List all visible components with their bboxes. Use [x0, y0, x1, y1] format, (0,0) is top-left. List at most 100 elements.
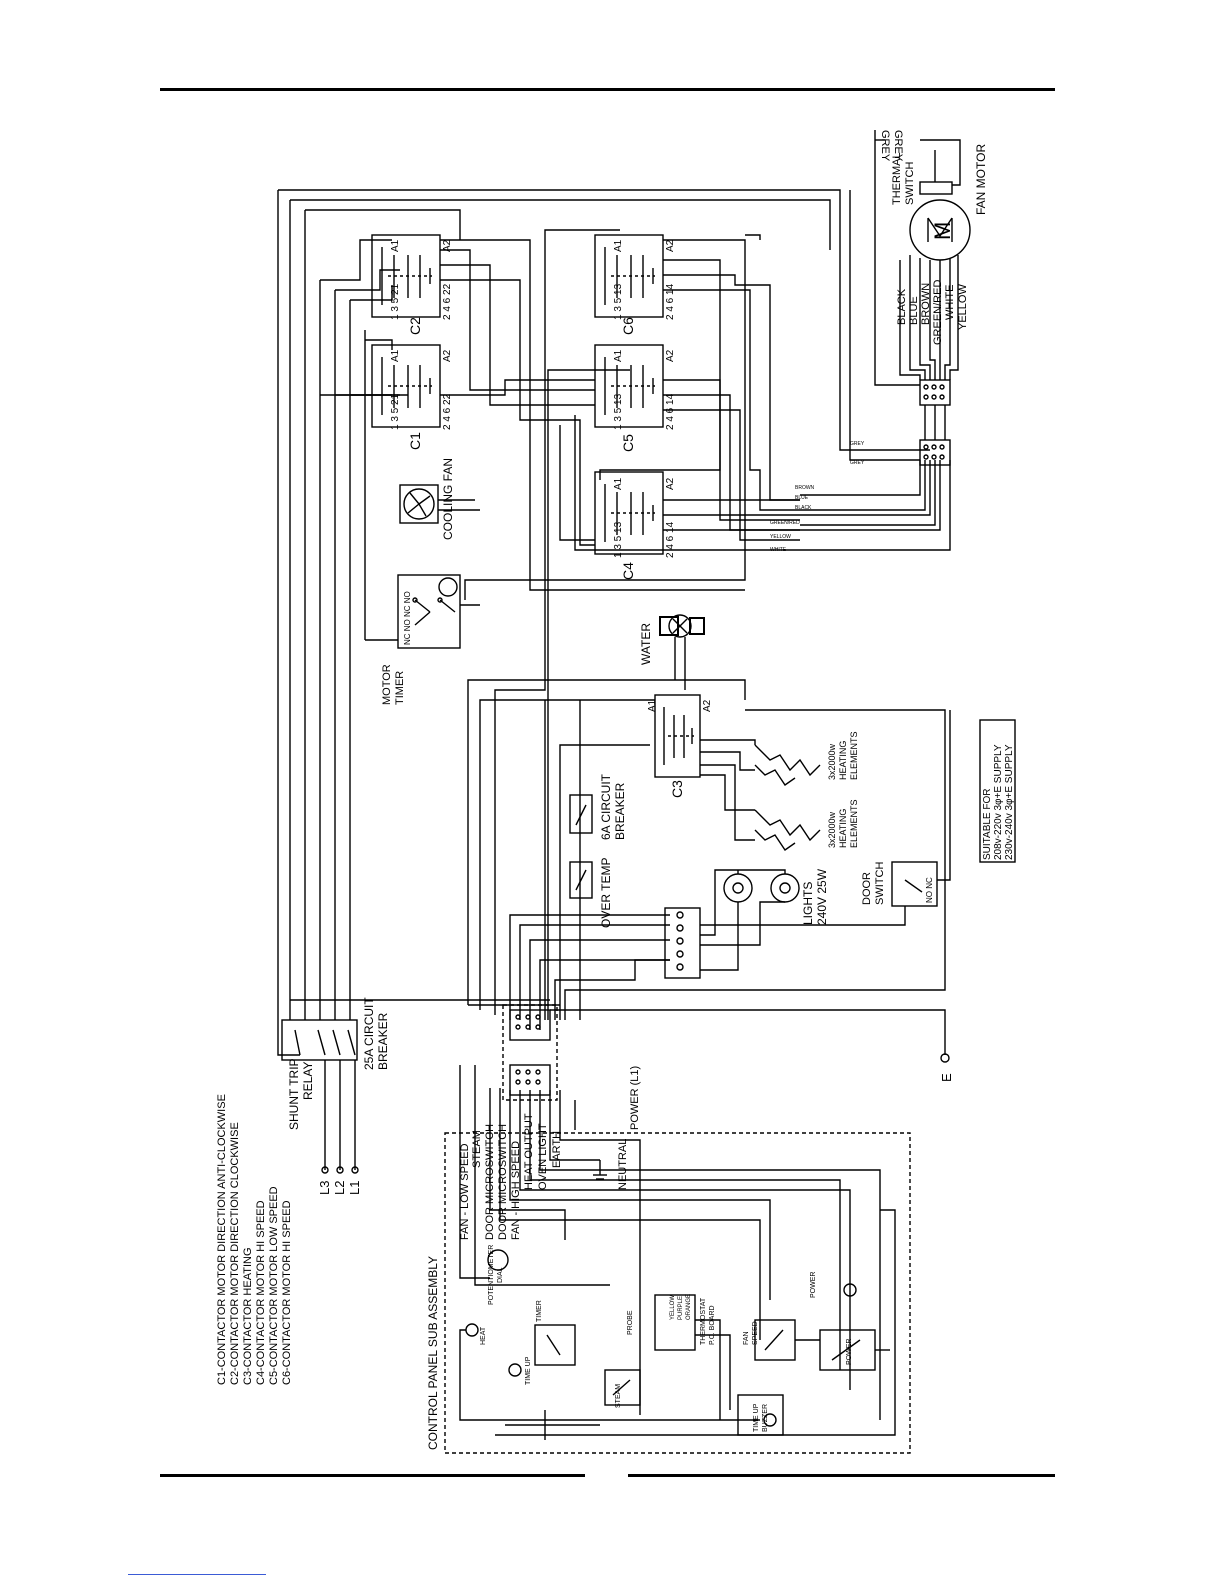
c3-a2: A2: [702, 699, 713, 712]
c6-pins-bottom: 2 4 6 14: [665, 283, 676, 320]
heating-1-label-3: ELEMENTS: [849, 731, 859, 780]
breaker-6a-label-2: BREAKER: [613, 782, 627, 840]
heating-1-label-2: HEATING: [838, 741, 848, 780]
c5-a2: A2: [665, 349, 676, 362]
time-up-lamp: [508, 1363, 522, 1377]
timer-module: [534, 1324, 576, 1366]
c5-pins-bottom: 2 4 6 14: [665, 393, 676, 430]
c2-pins-top: 1 3 5 21: [390, 283, 401, 320]
cp-wire-door-2: DOOR MICROSWITCH: [497, 1124, 509, 1240]
over-temp-label: OVER TEMP: [599, 858, 613, 928]
water-valve: [659, 614, 705, 690]
heat-lamp: [459, 1323, 760, 1421]
cp-wire-neutral: NEUTRAL: [617, 1139, 629, 1190]
contactor-c2: [371, 234, 441, 318]
earth-label: E: [939, 1073, 954, 1082]
c3-label: C3: [669, 780, 685, 798]
motor-m-label: M: [930, 222, 955, 240]
l1-terminal: [351, 1166, 359, 1174]
cp-pot-label-1: POTENTIOMETER: [488, 1245, 495, 1305]
door-switch-label-2: SWITCH: [874, 862, 886, 905]
supply-line-2: 208v-220v 3φ+E SUPPLY: [993, 744, 1004, 860]
tag-black: BLACK: [795, 505, 812, 511]
c5-pins-top: 1 3 5 13: [613, 393, 624, 430]
breaker-6a-label-1: 6A CIRCUIT: [599, 773, 613, 840]
wire-brown-label: BROWN: [920, 283, 932, 325]
oven-lights: [700, 869, 800, 971]
motor-timer-label-2: TIMER: [394, 671, 406, 705]
c3-a1: A1: [647, 699, 658, 712]
cp-pot-label-2: DIAL: [497, 1267, 504, 1283]
tag-blue: BLUE: [795, 495, 809, 501]
contactor-c5: [594, 344, 664, 428]
heating-elements-2: [700, 764, 821, 851]
control-panel-boundary: [444, 1132, 911, 1454]
legend-line-2: C2-CONTACTOR MOTOR DIRECTION CLOCKWISE: [229, 1122, 241, 1385]
cp-power-lamp-label: POWER: [810, 1272, 817, 1298]
motor-terminal-block-upper: [919, 379, 951, 406]
c4-pins-top: 1 3 5 13: [613, 521, 624, 558]
water-label: WATER: [639, 623, 653, 665]
cp-heat-label: HEAT: [480, 1326, 487, 1345]
connector-block-upper: [509, 1009, 551, 1041]
wire-black-label: BLACK: [896, 288, 908, 325]
c4-label: C4: [620, 562, 636, 580]
c2-label: C2: [407, 317, 423, 335]
circuit-breaker-25a: [281, 1019, 358, 1170]
shunt-trip-label-2: RELAY: [301, 1062, 315, 1100]
contactor-c3: [654, 694, 701, 778]
wire-yellow-label: YELLOW: [957, 284, 969, 330]
c6-a1: A1: [613, 239, 624, 252]
wire-white-label: WHITE: [944, 285, 956, 320]
phase-l2-label: L2: [332, 1181, 347, 1195]
cp-thermo-orange: ORANGE: [686, 1294, 692, 1320]
c1-pins-top: 1 3 5 21: [390, 393, 401, 430]
c5-label: C5: [620, 434, 636, 452]
c2-a2: A2: [442, 239, 453, 252]
cp-wire-fan-low: FAN - LOW SPEED: [459, 1143, 471, 1240]
circuit-breaker-6a: [569, 794, 593, 834]
fan-speed-switch: [754, 1319, 796, 1361]
tag-grey-1: GREY: [850, 441, 865, 447]
grey-label-1: GREY: [879, 130, 891, 162]
fan-motor-label: FAN MOTOR: [974, 144, 988, 215]
door-switch-label-1: DOOR: [861, 872, 873, 905]
l3-terminal: [321, 1166, 329, 1174]
c6-label: C6: [620, 317, 636, 335]
cp-buzzer-label-2: BUZZER: [762, 1404, 769, 1432]
cp-wire-fan-high: FAN - HIGH SPEED: [510, 1141, 522, 1240]
cp-time-up-label: TIME UP: [525, 1356, 532, 1385]
cp-wire-steam: STEAM: [471, 1130, 483, 1168]
cp-power-switch-label: POWER: [846, 1339, 853, 1365]
lights-label-2: 240V 25W: [815, 868, 829, 925]
legend-line-5: C5-CONTACTOR MOTOR LOW SPEED: [268, 1186, 280, 1385]
supply-line-3: 230v-240v 3φ+E SUPPLY: [1004, 744, 1015, 860]
wire-green-red-label: GREEN/RED: [932, 280, 944, 345]
power-lamp: [843, 1283, 857, 1297]
heating-elements-1: [700, 739, 821, 786]
timer-contacts-label: NC NO NC NO: [403, 591, 412, 645]
control-panel-wiring: [459, 1065, 881, 1420]
cp-wire-oven-light: OVEN LIGHT: [537, 1123, 549, 1190]
cp-fan-speed-label-2: SPEED: [752, 1321, 759, 1345]
cp-wire-earth: EARTH: [551, 1131, 563, 1168]
thermal-switch-label-2: SWITCH: [904, 162, 916, 205]
contactor-c1: [371, 344, 441, 428]
c2-a1: A1: [390, 239, 401, 252]
heating-2-label-2: HEATING: [838, 809, 848, 848]
thermal-switch-label-1: THERMAL: [891, 152, 903, 205]
tag-white: WHITE: [770, 547, 787, 553]
cp-buzzer-label-1: TIME UP: [753, 1403, 760, 1432]
terminal-strip: [664, 907, 701, 979]
steam-switch: [604, 1369, 641, 1406]
contactor-output-wires: [440, 234, 951, 600]
over-temp-switch: [569, 861, 593, 899]
door-switch: [700, 710, 951, 926]
cooling-fan-label: COOLING FAN: [441, 458, 455, 540]
tag-grey-2: GREY: [850, 460, 865, 466]
footer-link-underline[interactable]: [128, 1574, 266, 1575]
cp-thermo-purple: PURPLE: [678, 1296, 684, 1320]
c4-a1: A1: [613, 477, 624, 490]
c4-pins-bottom: 2 4 6 14: [665, 521, 676, 558]
